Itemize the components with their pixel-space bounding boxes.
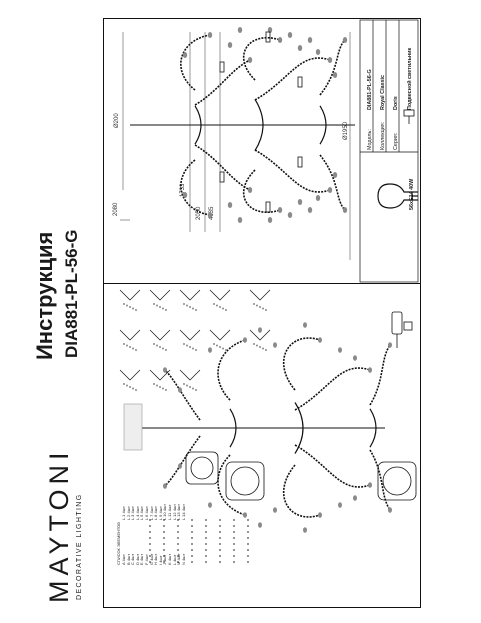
ceiling-hatch xyxy=(123,403,143,451)
exploded-assembly-drawing xyxy=(140,322,392,533)
section-divider-1 xyxy=(103,283,421,284)
info-panel xyxy=(359,19,419,283)
detail-circle-3 xyxy=(185,451,219,485)
parts-list-item: N 4шт xyxy=(180,553,186,565)
detail-circle-2 xyxy=(377,461,417,501)
wall-mount-icon xyxy=(403,109,415,124)
detail-circle-1 xyxy=(225,461,265,501)
parts-list-item: L 14 4шт xyxy=(180,503,186,520)
crystal-groups xyxy=(119,289,271,564)
dimension-lines xyxy=(120,32,351,260)
bulb-icon xyxy=(377,183,418,209)
screwdriver-icon xyxy=(391,311,413,348)
document-frame xyxy=(103,18,421,608)
chandelier-side-view xyxy=(130,27,355,223)
